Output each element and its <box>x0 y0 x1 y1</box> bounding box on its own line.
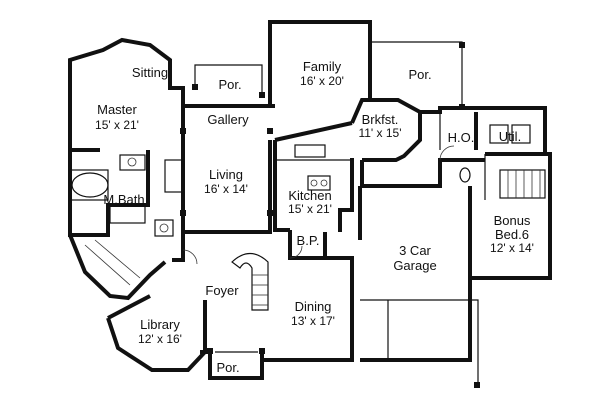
foyer-staircase-icon <box>231 252 269 311</box>
kitchen-top-wall <box>274 121 353 142</box>
library-walls <box>106 300 207 372</box>
room-brkfst-dims: 11' x 15' <box>358 126 401 140</box>
family-walls <box>268 20 372 106</box>
fireplace-icon <box>164 159 184 193</box>
room-garage-label-2: Garage <box>393 258 436 273</box>
master-closet-walls <box>68 234 167 301</box>
kitchen-walls <box>273 140 290 232</box>
garage-walls <box>360 158 485 188</box>
sink-icon <box>159 223 169 233</box>
bonus-stairs-icon <box>499 169 546 199</box>
garage-outer-walls <box>360 186 472 362</box>
bp-walls <box>288 230 327 260</box>
closet-rod <box>94 239 141 279</box>
room-labels: Sitting Por. Family 16' x 20' Por. Maste… <box>95 59 534 375</box>
column <box>459 42 465 48</box>
room-living-dims: 16' x 14' <box>204 182 248 196</box>
room-garage-label: 3 Car <box>399 243 431 258</box>
room-kitchen-label: Kitchen <box>288 188 331 203</box>
sink-counter-icon <box>294 144 326 158</box>
column <box>259 92 265 98</box>
column <box>474 382 480 388</box>
room-foyer-label: Foyer <box>205 283 239 298</box>
vanity-icon <box>119 154 146 171</box>
toilet-icon <box>459 167 471 183</box>
room-master-label: Master <box>97 102 137 117</box>
door-swing <box>439 145 455 161</box>
room-sitting-label: Sitting <box>132 65 168 80</box>
room-gallery-label: Gallery <box>207 112 249 127</box>
column <box>207 348 213 354</box>
room-mbath-label: M.Bath <box>103 192 144 207</box>
dryer-icon <box>511 124 531 144</box>
column <box>459 104 465 110</box>
room-porch-top-right-label: Por. <box>408 67 431 82</box>
range-icon <box>307 175 331 191</box>
column <box>259 348 265 354</box>
closet-rod <box>84 244 131 286</box>
shower-icon <box>109 204 146 224</box>
room-dining-dims: 13' x 17' <box>291 314 335 328</box>
ho-util-walls <box>420 106 547 156</box>
bonus-room-walls <box>470 152 552 280</box>
breakfast-bay-walls <box>350 98 422 162</box>
column <box>180 210 186 216</box>
master-wing-walls <box>68 37 185 152</box>
foyer-walls <box>172 232 185 262</box>
sink-icon <box>127 157 137 167</box>
burner-icon <box>320 179 328 187</box>
room-family-label: Family <box>303 59 342 74</box>
room-porch-top-left-label: Por. <box>218 77 241 92</box>
column <box>192 84 198 90</box>
room-brkfst-label: Brkfst. <box>362 112 399 127</box>
room-bonus-label: Bonus <box>494 213 531 228</box>
closet-icon <box>154 219 174 237</box>
garage-drive-outline <box>360 299 479 385</box>
room-library-dims: 12' x 16' <box>138 332 182 346</box>
library-top-wall <box>107 294 151 320</box>
room-master-dims: 15' x 21' <box>95 118 139 132</box>
room-library-label: Library <box>140 317 180 332</box>
door-swing <box>289 245 303 259</box>
room-living-label: Living <box>209 167 243 182</box>
room-bonus-dims: 12' x 14' <box>490 241 534 255</box>
washer-icon <box>489 124 509 144</box>
room-util-label: Util. <box>499 129 521 144</box>
room-dining-label: Dining <box>295 299 332 314</box>
room-ho-label: H.O. <box>448 130 475 145</box>
room-porch-bottom-label: Por. <box>216 360 239 375</box>
column <box>267 128 273 134</box>
bathtub-surround <box>69 169 109 201</box>
columns <box>180 42 480 388</box>
column <box>267 210 273 216</box>
burner-icon <box>310 179 318 187</box>
door-swing <box>182 249 198 265</box>
master-bath-walls <box>68 150 150 237</box>
room-family-dims: 16' x 20' <box>300 74 344 88</box>
room-bonus-bed-label: Bed.6 <box>495 227 529 242</box>
room-bp-label: B.P. <box>297 233 320 248</box>
porch-top-left-outline <box>194 64 263 95</box>
room-kitchen-dims: 15' x 21' <box>288 202 332 216</box>
kitchen-right-walls <box>338 158 354 232</box>
column <box>180 128 186 134</box>
